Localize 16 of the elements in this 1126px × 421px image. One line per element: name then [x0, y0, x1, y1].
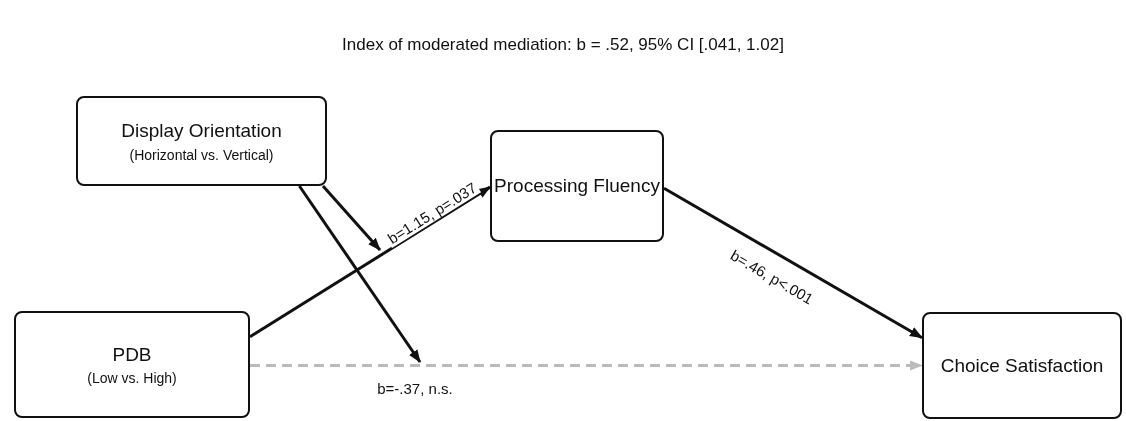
- node-title: Choice Satisfaction: [940, 353, 1104, 378]
- arrow: [663, 186, 923, 339]
- arrow: [321, 185, 382, 251]
- diagram-title: Index of moderated mediation: b = .52, 95% CI [.041, 1.02]: [341, 35, 785, 55]
- node-title: PDB: [112, 342, 152, 367]
- node-subtitle: (Horizontal vs. Vertical): [129, 146, 274, 163]
- variable-box: [490, 130, 664, 242]
- arrow: [249, 185, 491, 338]
- arrow: [298, 185, 422, 363]
- dashed-arrow: [250, 360, 923, 371]
- variable-box: [14, 311, 250, 418]
- node-title: Processing Fluency: [494, 174, 660, 198]
- node-subtitle: (Low vs. High): [87, 370, 177, 387]
- variable-box: [922, 312, 1122, 419]
- variable-box: [76, 96, 327, 186]
- node-title: Display Orientation: [121, 119, 282, 143]
